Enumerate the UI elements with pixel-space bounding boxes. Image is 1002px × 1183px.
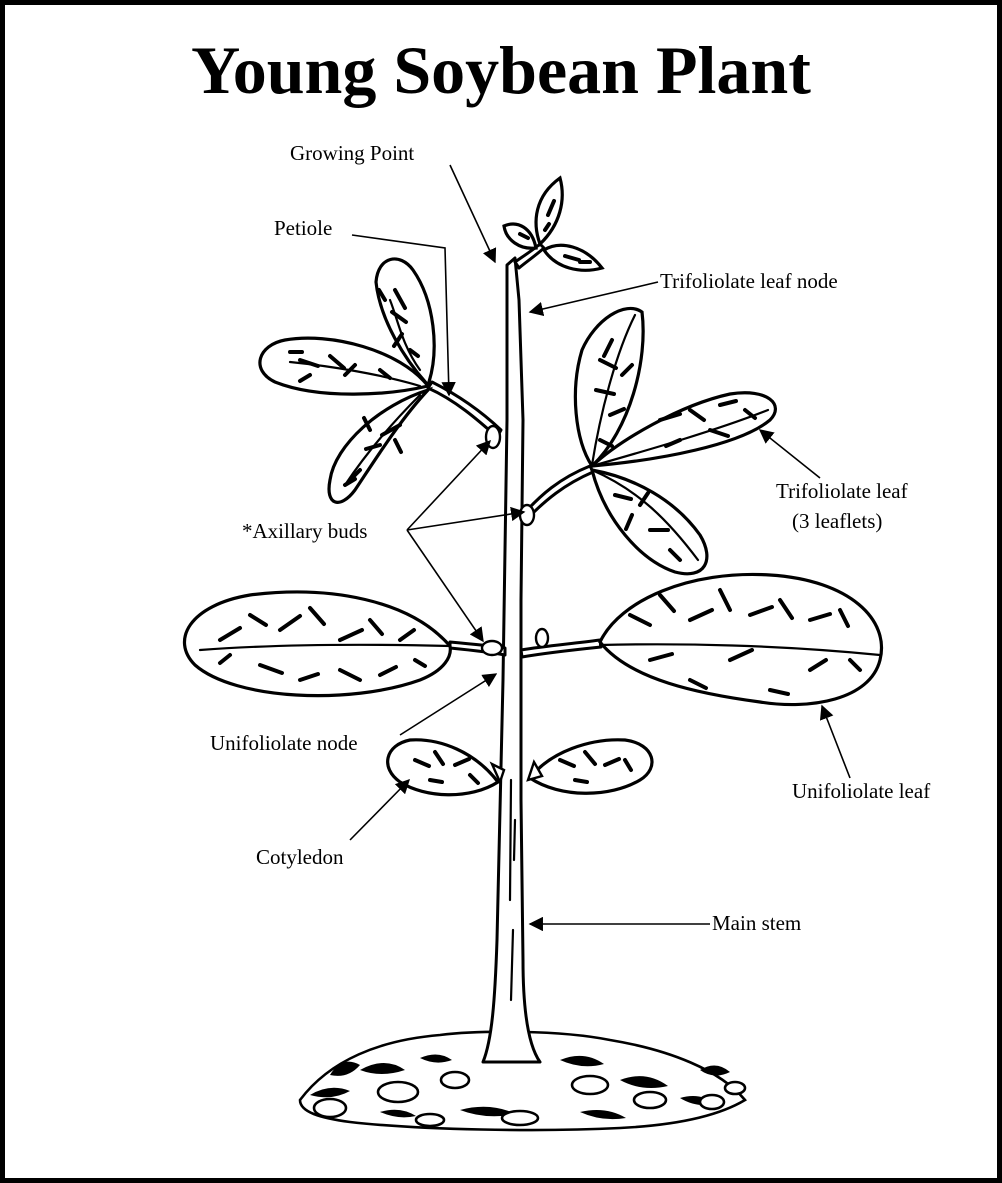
leader-growing-point xyxy=(450,165,495,262)
growing-point-leaves xyxy=(504,178,602,270)
axillary-bud-middle xyxy=(520,505,534,525)
cotyledon-left xyxy=(388,740,498,795)
label-trifoliolate-leaf: Trifoliolate leaf xyxy=(776,479,908,503)
left-trifoliolate-leaf xyxy=(260,259,501,502)
right-trifoliolate-leaf xyxy=(521,308,775,573)
axillary-bud-lower-right xyxy=(536,629,548,647)
leader-unifoliolate-leaf xyxy=(822,706,850,778)
axillary-bud-lower-left xyxy=(482,641,502,655)
cotyledon-right xyxy=(530,740,652,793)
leader-trifoliolate-leaf-node xyxy=(530,282,658,312)
label-main-stem: Main stem xyxy=(712,911,801,935)
label-petiole: Petiole xyxy=(274,216,332,240)
label-cotyledon: Cotyledon xyxy=(256,845,344,869)
label-unifoliolate-leaf: Unifoliolate leaf xyxy=(792,779,930,803)
main-stem xyxy=(483,258,540,1062)
right-unifoliolate-leaf xyxy=(521,574,882,704)
cotyledon-bud-right xyxy=(528,762,542,780)
label-trifoliolate-leaf-node: Trifoliolate leaf node xyxy=(660,269,838,293)
label-unifoliolate-node: Unifoliolate node xyxy=(210,731,358,755)
leader-trifoliolate-leaf xyxy=(760,430,820,478)
label-growing-point: Growing Point xyxy=(290,141,414,165)
label-trifoliolate-leaf-sub: (3 leaflets) xyxy=(792,509,882,533)
left-unifoliolate-leaf xyxy=(184,592,505,696)
leader-cotyledon xyxy=(350,780,409,840)
axillary-bud-upper xyxy=(486,426,500,448)
leader-axillary-bud-upper xyxy=(407,441,490,530)
label-axillary-buds: *Axillary buds xyxy=(242,519,367,543)
